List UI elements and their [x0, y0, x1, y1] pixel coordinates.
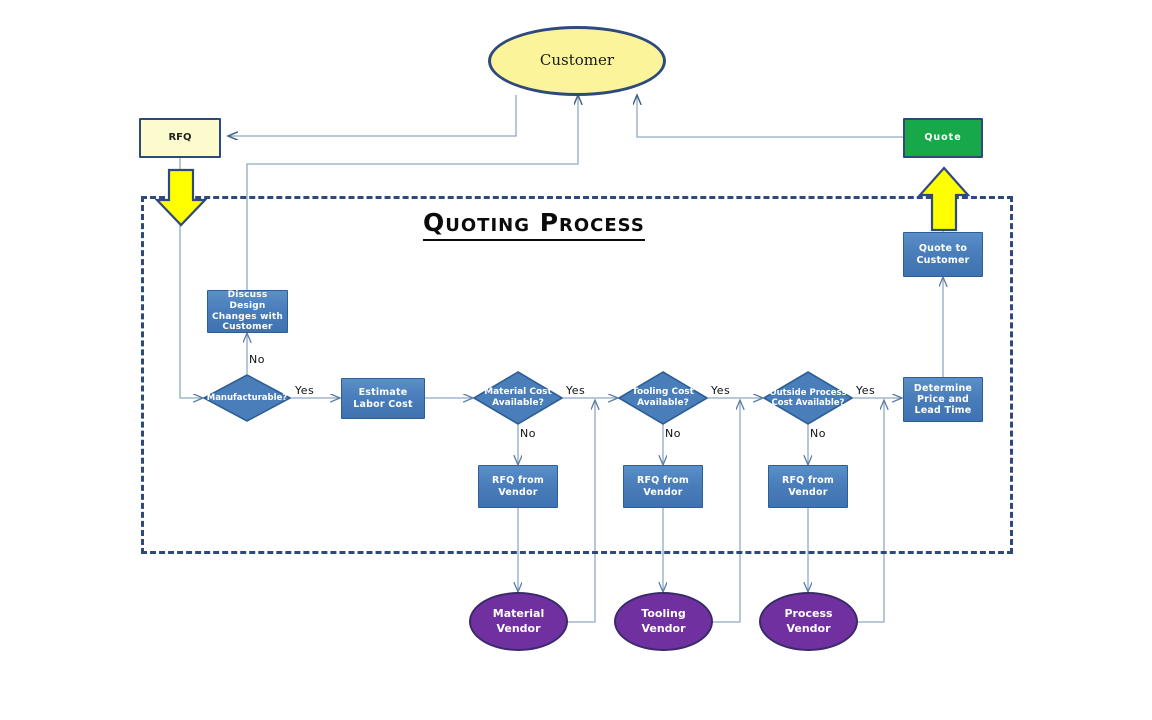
diamond-shape	[618, 371, 708, 425]
diamond-shape	[763, 371, 853, 425]
edge-label-tooling-no: No	[665, 427, 681, 440]
diamond-shape	[473, 371, 563, 425]
node-determine-price-lead-time[interactable]: Determine Price and Lead Time	[903, 377, 983, 422]
node-quote[interactable]: Quote	[903, 118, 983, 158]
edge-label-manufacturable-no: No	[249, 353, 265, 366]
edge-label-material-yes: Yes	[566, 384, 586, 397]
node-manufacturable-decision[interactable]: Manufacturable?	[203, 374, 291, 422]
big-down-arrow-icon	[155, 168, 207, 227]
node-rfq-from-vendor-process[interactable]: RFQ from Vendor	[768, 465, 848, 508]
edge-label-manufacturable-yes: Yes	[295, 384, 315, 397]
node-material-cost-decision[interactable]: Material Cost Available?	[473, 371, 563, 425]
edge-label-outside-yes: Yes	[856, 384, 876, 397]
node-rfq-from-vendor-tooling[interactable]: RFQ from Vendor	[623, 465, 703, 508]
edge-label-outside-no: No	[810, 427, 826, 440]
node-outside-process-cost-decision[interactable]: Outside Process Cost Available?	[763, 371, 853, 425]
node-material-vendor[interactable]: Material Vendor	[469, 592, 568, 651]
diagram-title: Quoting Process	[423, 208, 645, 241]
node-estimate-labor-cost[interactable]: Estimate Labor Cost	[341, 378, 425, 419]
node-discuss-design-changes[interactable]: Discuss Design Changes with Customer	[207, 290, 288, 333]
node-quote-to-customer[interactable]: Quote to Customer	[903, 232, 983, 277]
node-rfq-from-vendor-material[interactable]: RFQ from Vendor	[478, 465, 558, 508]
node-rfq[interactable]: RFQ	[139, 118, 221, 158]
big-up-arrow-icon	[918, 166, 970, 232]
node-tooling-vendor[interactable]: Tooling Vendor	[614, 592, 713, 651]
edge-label-material-no: No	[520, 427, 536, 440]
diamond-shape	[203, 374, 291, 422]
node-tooling-cost-decision[interactable]: Tooling Cost Available?	[618, 371, 708, 425]
node-process-vendor[interactable]: Process Vendor	[759, 592, 858, 651]
quoting-process-boundary	[141, 196, 1013, 554]
node-customer[interactable]: Customer	[488, 26, 666, 96]
edge-label-tooling-yes: Yes	[711, 384, 731, 397]
